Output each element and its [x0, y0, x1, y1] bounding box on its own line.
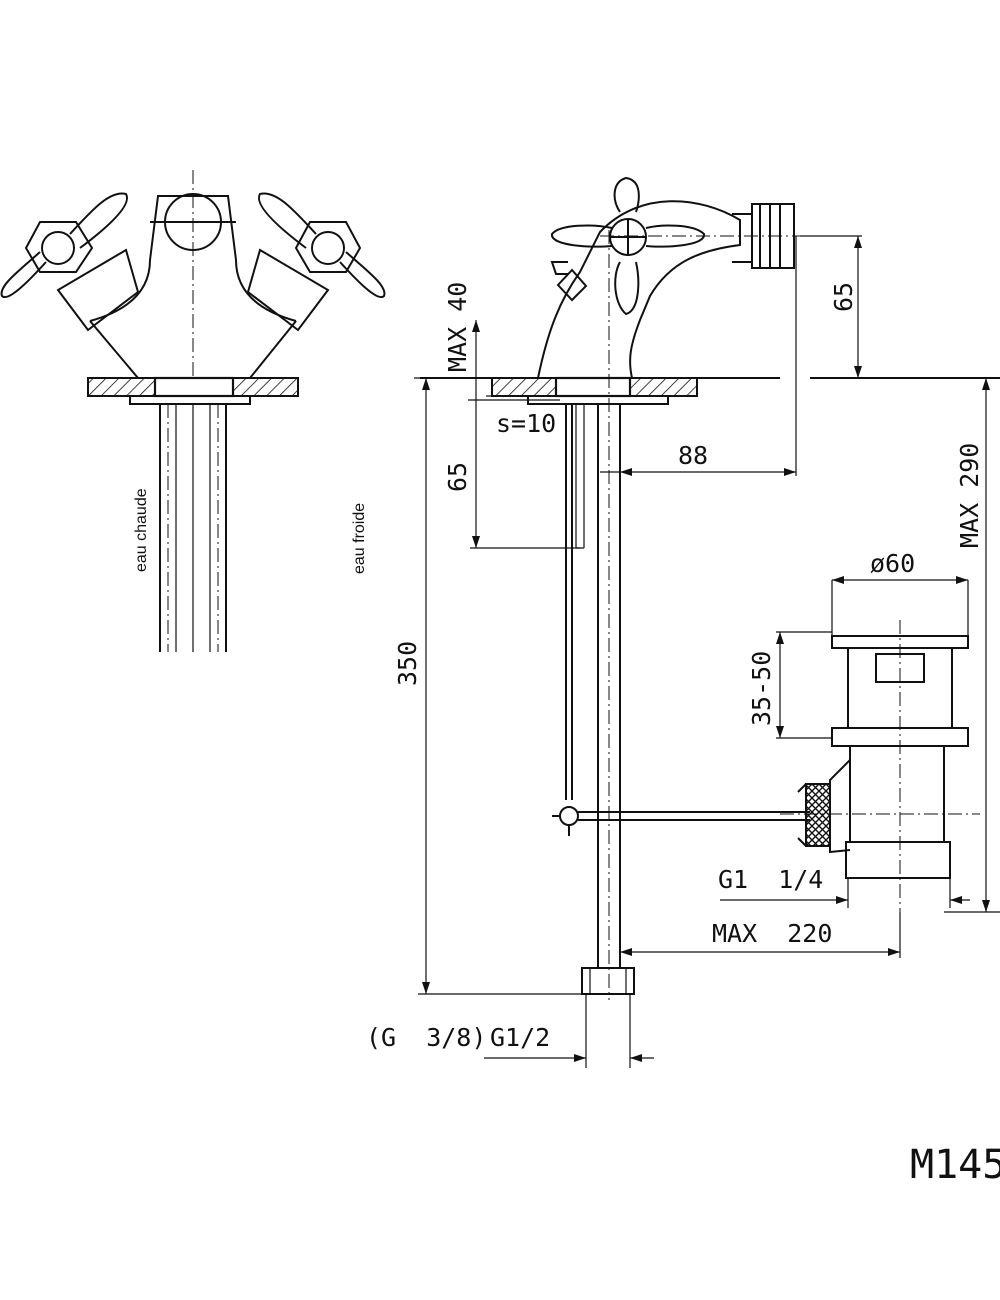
- dim-s10: s=10: [496, 409, 556, 438]
- dim-350: 350: [393, 641, 422, 686]
- dim-65-right: 65: [829, 282, 858, 312]
- dim-max290: MAX 290: [955, 443, 984, 548]
- dim-35-50: 35-50: [747, 651, 776, 726]
- dim-65-left: 65: [443, 462, 472, 492]
- dim-88: 88: [678, 441, 708, 470]
- dim-g1-2: G1/2: [490, 1023, 550, 1052]
- label-cold: eau froide: [351, 503, 368, 574]
- dim-max40: MAX 40: [443, 282, 472, 372]
- drain-assembly: [780, 620, 980, 912]
- side-view: [420, 176, 1000, 1068]
- dim-max220: MAX 220: [712, 919, 832, 948]
- dim-phi60: ø60: [870, 549, 915, 578]
- dim-g1-1-4: G1 1/4: [718, 865, 823, 894]
- dim-g3-8: (G 3/8): [366, 1023, 486, 1052]
- front-view: eau chaude eau froide: [0, 170, 386, 652]
- dimension-lines: [414, 235, 1000, 1062]
- label-hot: eau chaude: [133, 488, 150, 572]
- model-code: M145: [910, 1142, 1000, 1188]
